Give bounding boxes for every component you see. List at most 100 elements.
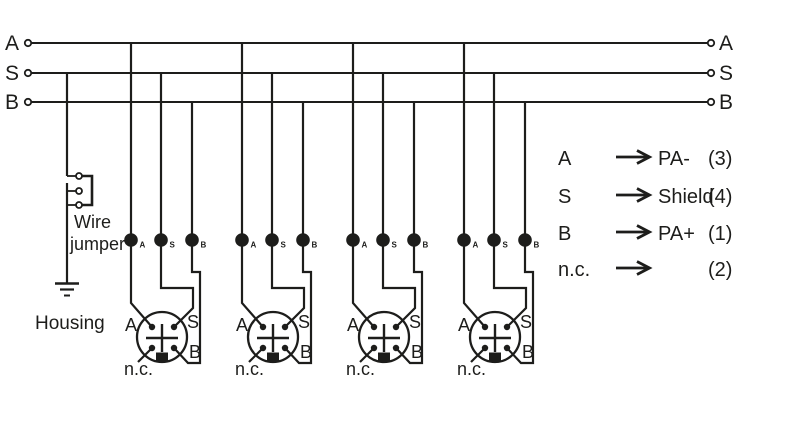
connector-pin-label-nc: n.c.: [124, 359, 153, 379]
connector-pin-ll: [370, 344, 378, 352]
terminal-dot-label-b: B: [312, 241, 318, 250]
bus-right-terminal-s: [706, 68, 716, 78]
connector-pin-label-nc: n.c.: [346, 359, 375, 379]
bus-right-terminal-a: [706, 38, 716, 48]
wire-s-to-pin: [270, 246, 306, 328]
bus-left-terminal-a: [23, 38, 33, 48]
connector-pin-label-a: A: [347, 315, 359, 335]
terminal-dot-s: [376, 233, 390, 247]
terminal-dot-s: [487, 233, 501, 247]
wire-jumper-bracket: [82, 174, 94, 207]
connector-key-notch: [378, 352, 390, 363]
terminal-dot-b: [296, 233, 310, 247]
legend-signal-label: S: [558, 186, 571, 208]
legend-target-label: PA-: [658, 148, 690, 170]
connector-pin-ur: [170, 323, 178, 331]
legend-row-2: S Shield(4): [558, 186, 732, 208]
legend-target-label: PA+: [658, 223, 695, 245]
terminal-dot-a: [124, 233, 138, 247]
bus-right-terminal-b: [706, 97, 716, 107]
connector-pin-ul: [481, 323, 489, 331]
bus-right-label-s: S: [719, 62, 733, 85]
connector-pin-label-b: B: [522, 342, 534, 362]
terminal-dot-s: [154, 233, 168, 247]
connector-pin-lr: [503, 344, 511, 352]
jumper-terminal-2: [75, 187, 83, 195]
legend-row-3: B PA+ (1): [558, 223, 732, 245]
jumper-terminal-1: [75, 172, 83, 180]
bus-right-label-b: B: [719, 91, 733, 114]
legend-pin-number: (1): [708, 223, 732, 245]
arrow-head-icon: [636, 224, 653, 240]
legend-row-1: A PA- (3): [558, 148, 732, 170]
terminal-dot-a: [346, 233, 360, 247]
connector-pin-label-s: S: [298, 312, 310, 332]
ground-symbol: Housing: [35, 282, 105, 334]
arrow-head-icon: [636, 187, 653, 203]
legend-pin-number: (4): [708, 186, 732, 208]
connector-pin-ul: [148, 323, 156, 331]
terminal-dot-label-a: A: [251, 241, 257, 250]
legend-pin-number: (3): [708, 148, 732, 170]
terminal-dot-label-b: B: [534, 241, 540, 250]
legend-signal-label: n.c.: [558, 259, 590, 281]
terminal-dot-label-s: S: [503, 241, 509, 250]
terminal-dot-label-a: A: [362, 241, 368, 250]
connector-pin-label-b: B: [411, 342, 423, 362]
connector-pin-ll: [148, 344, 156, 352]
wire-b-to-pin: [395, 246, 424, 365]
connector-pin-ll: [481, 344, 489, 352]
connector-pin-lr: [392, 344, 400, 352]
jumper-terminal-3: [75, 201, 83, 209]
connector-pin-ur: [503, 323, 511, 331]
legend-signal-label: B: [558, 223, 571, 245]
legend-target-label: Shield: [658, 186, 714, 208]
connector-pin-label-a: A: [236, 315, 248, 335]
terminal-dot-s: [265, 233, 279, 247]
connector-pin-label-b: B: [189, 342, 201, 362]
connector-pin-lr: [170, 344, 178, 352]
terminal-dot-label-b: B: [423, 241, 429, 250]
legend: A PA- (3) S Shield(4) B PA+ (1) n.c. (2): [558, 148, 732, 281]
terminal-dot-b: [518, 233, 532, 247]
connector-pin-label-b: B: [300, 342, 312, 362]
legend-signal-label: A: [558, 148, 572, 170]
bus-left-label-s: S: [5, 62, 19, 85]
wire-s-to-pin: [159, 246, 195, 328]
wire-jumper-label-line2: jumper: [69, 234, 125, 254]
arrow-head-icon: [636, 260, 653, 276]
bus-left-label-b: B: [5, 91, 19, 114]
terminal-dot-a: [457, 233, 471, 247]
wire-b-to-pin: [173, 246, 202, 365]
connector-key-notch: [267, 352, 279, 363]
connector-pin-ul: [259, 323, 267, 331]
wire-jumper-label-line1: Wire: [74, 212, 111, 232]
housing-label: Housing: [35, 313, 105, 334]
connector-pin-label-s: S: [409, 312, 421, 332]
connector-key-notch: [489, 352, 501, 363]
bus-right-label-a: A: [719, 32, 733, 55]
wire-b-to-pin: [284, 246, 313, 365]
wire-b-to-pin: [506, 246, 535, 365]
connector-key-notch: [156, 352, 168, 363]
connector-pin-label-nc: n.c.: [235, 359, 264, 379]
connector-pin-label-nc: n.c.: [457, 359, 486, 379]
connector-pin-ll: [259, 344, 267, 352]
wire-s-to-pin: [492, 246, 528, 328]
terminal-dot-label-s: S: [392, 241, 398, 250]
arrow-head-icon: [636, 149, 653, 165]
legend-pin-number: (2): [708, 259, 732, 281]
terminal-dot-label-a: A: [140, 241, 146, 250]
connector-pin-ur: [392, 323, 400, 331]
terminal-dot-label-s: S: [281, 241, 287, 250]
bus-left-terminal-b: [23, 97, 33, 107]
connector-pin-label-s: S: [520, 312, 532, 332]
